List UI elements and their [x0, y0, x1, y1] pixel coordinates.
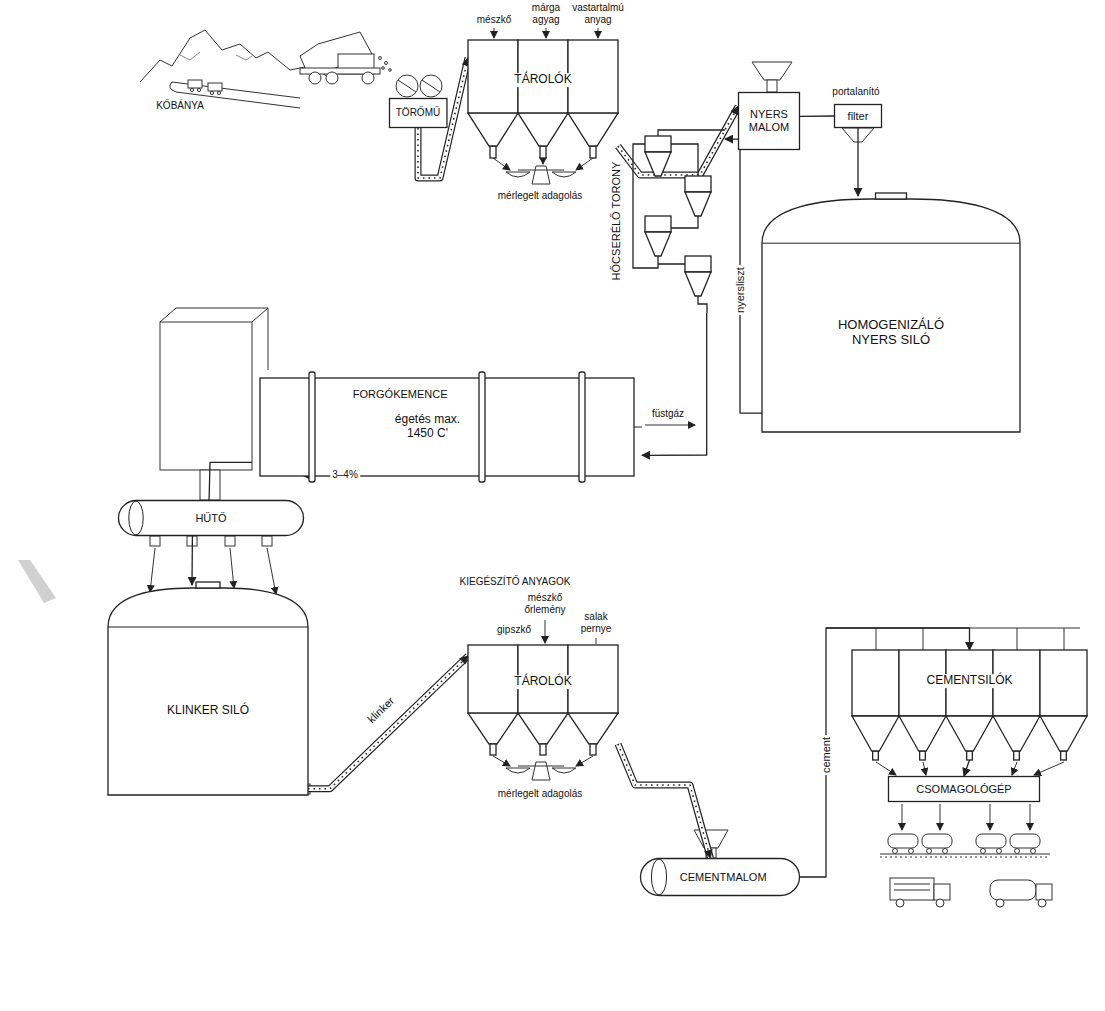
node-outline — [762, 196, 1020, 432]
clinker-silo: KLINKER SILÓ — [108, 585, 308, 795]
conveyor-belt — [308, 656, 468, 789]
raw-mill-box: NYERS MALOM — [738, 92, 800, 150]
cooler-outlets — [150, 536, 276, 594]
cooler-drum: HŰTŐ — [118, 500, 304, 536]
flow-connector — [800, 628, 970, 877]
node-note: égetés max. 1450 C' — [384, 413, 472, 441]
storage-silos: TÁROLÓK — [468, 40, 618, 158]
plant-label: salak pernye — [579, 611, 614, 634]
node-title: HOMOGENIZÁLÓ NYERS SILÓ — [814, 318, 968, 348]
plant-label: mészkő őrlemény — [522, 592, 567, 615]
preheater-tower: HŐCSERÉLŐ TORONY — [603, 128, 725, 313]
flow-connector — [858, 128, 859, 196]
flow-connector — [725, 139, 762, 413]
flow-connector — [209, 462, 252, 500]
plant-label: 3–4% — [330, 469, 360, 481]
flue-gas-arrow — [645, 425, 695, 426]
filter-box: filter — [834, 104, 882, 128]
node-title: CEMENTSILÓK — [924, 674, 1014, 688]
hoppers — [694, 62, 874, 858]
page-mark — [18, 560, 56, 603]
node-title: TÁROLÓK — [512, 73, 573, 87]
node-outline — [468, 645, 618, 755]
node-title: FORGÓKEMENCE — [351, 388, 450, 401]
node-title: filter — [846, 110, 871, 123]
plant-label: mérlegelt adagolás — [496, 788, 585, 800]
node-title: CSOMAGOLÓGÉP — [914, 783, 1013, 796]
conveyor-belt — [618, 107, 738, 176]
node-title: CEMENTMALOM — [678, 871, 769, 884]
node-title: HŰTŐ — [193, 512, 228, 525]
node-outline — [108, 585, 308, 795]
node-title: TÁROLÓK — [512, 675, 573, 689]
kiln-hood — [160, 308, 268, 500]
node-title: TÖRŐMŰ — [394, 107, 442, 119]
homogenizing-silo: HOMOGENIZÁLÓ NYERS SILÓ — [762, 196, 1020, 432]
conveyor-belt — [618, 744, 710, 858]
node-outline — [468, 40, 618, 158]
node-title: KLINKER SILÓ — [165, 704, 251, 718]
cement-silos: CEMENTSILÓK — [852, 650, 1087, 760]
plant-label: mérlegelt adagolás — [496, 190, 585, 202]
node-title: NYERS MALOM — [747, 108, 791, 133]
packing-machine: CSOMAGOLÓGÉP — [888, 776, 1040, 802]
flow-connector — [642, 313, 707, 455]
flow-label: cement — [820, 735, 833, 775]
flow-connector — [192, 536, 193, 585]
crusher-box: TÖRŐMŰ — [389, 98, 447, 128]
node-title: HŐCSERÉLŐ TORONY — [610, 159, 623, 282]
flow-label: nyersliszt — [734, 265, 747, 315]
flow-connector — [800, 116, 834, 117]
flow-connector — [964, 760, 970, 776]
plant-label: KŐBÁNYA — [154, 100, 206, 112]
plant-label: márga agyag — [530, 2, 562, 25]
plant-label: portalanító — [830, 86, 881, 98]
dispatch-vehicles — [880, 804, 1052, 907]
cement-mill: CEMENTMALOM — [640, 858, 800, 896]
plant-label: vastartalmú anyag — [570, 2, 626, 25]
flow-label: klinker — [364, 693, 399, 727]
additive-silos: TÁROLÓK — [468, 645, 618, 755]
rotary-kiln: FORGÓKEMENCE égetés max. 1450 C' — [252, 368, 642, 486]
node-outline — [852, 650, 1087, 760]
dump-truck — [300, 32, 391, 84]
crusher-rolls — [396, 75, 442, 97]
plant-label: KIEGÉSZÍTŐ ANYAGOK — [458, 576, 573, 588]
plant-label: gipszkő — [495, 624, 533, 636]
plant-label: füstgáz — [650, 408, 686, 420]
plant-label: mészkő — [475, 14, 513, 26]
